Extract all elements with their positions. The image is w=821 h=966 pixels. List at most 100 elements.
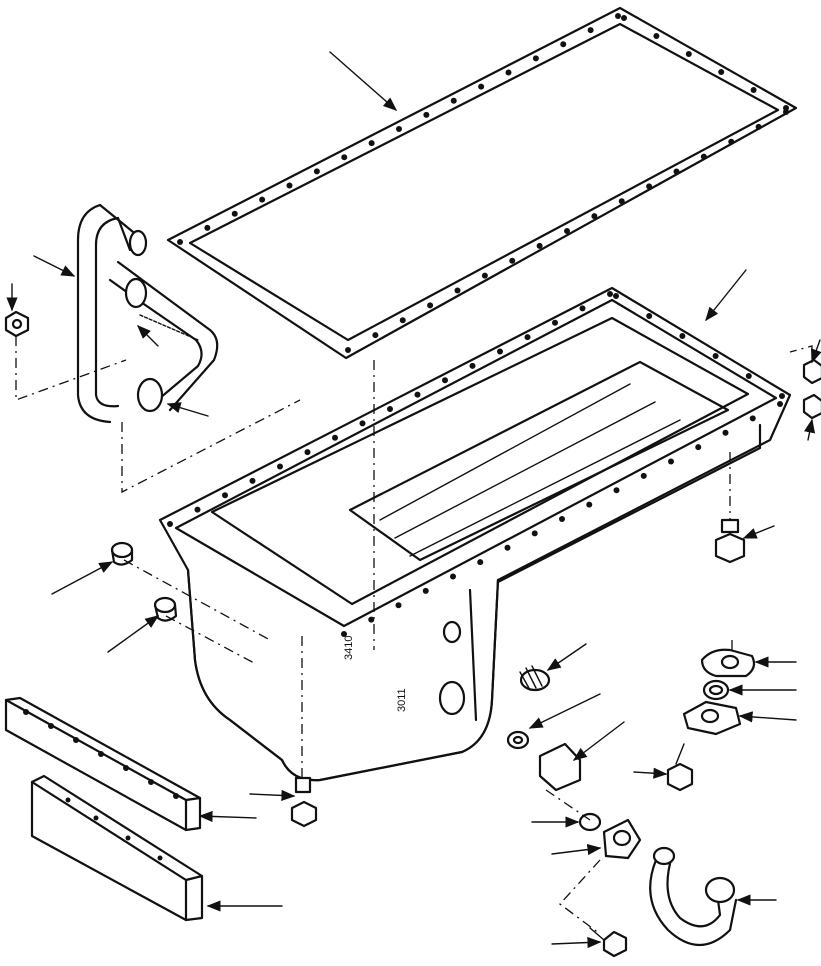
- bolt-hole: [579, 305, 586, 312]
- bolt-hole: [422, 587, 429, 594]
- alignment-lines: [15, 336, 813, 935]
- bolt-hole: [722, 429, 729, 436]
- bolt-hole: [372, 332, 379, 339]
- nut-right: [802, 358, 821, 420]
- bolt-hole: [591, 213, 598, 220]
- bolt-tube-bottom: [589, 927, 628, 958]
- oil-tube: [649, 846, 738, 946]
- bolt-hole: [469, 362, 476, 369]
- bolt-hole: [177, 239, 183, 245]
- bolt-hole: [148, 779, 154, 785]
- suction-tube: [76, 203, 219, 424]
- bolt-hole: [123, 765, 129, 771]
- side-rail-upper: [4, 696, 202, 832]
- bolt-hole: [783, 109, 789, 115]
- gasket-bolt-holes: [177, 13, 789, 353]
- bolt-hole: [779, 393, 785, 399]
- threaded-fitting-right: [519, 665, 551, 692]
- bolt-hole: [341, 154, 348, 161]
- callout-leaders: [6, 51, 821, 949]
- bolt-hole: [749, 415, 756, 422]
- bolt-hole: [395, 602, 402, 609]
- bolt-hole: [673, 168, 680, 175]
- bolt-hole: [478, 83, 485, 90]
- bolt-hole: [249, 477, 256, 484]
- bolt-hole: [679, 333, 686, 339]
- bolt-hole: [442, 377, 448, 384]
- bolt-hole: [277, 463, 283, 470]
- bolt-hole: [387, 406, 393, 412]
- bolt-hole: [564, 228, 570, 234]
- bolt-hole: [728, 138, 735, 145]
- bolt-hole: [615, 13, 621, 19]
- bolt-hole: [450, 573, 456, 580]
- bolt-hole: [646, 313, 653, 319]
- bolt-hole: [755, 123, 762, 130]
- bolt-hole: [477, 559, 484, 566]
- bolt-hole: [712, 353, 719, 359]
- oil-pan-gasket: [166, 6, 798, 360]
- bolt-hole: [559, 516, 565, 522]
- bolt-hole: [505, 69, 512, 76]
- bolt-hole: [646, 183, 653, 190]
- bolt-hole: [231, 210, 238, 217]
- bolt-hole: [750, 87, 757, 93]
- pipe-plug-left-lower: [153, 596, 178, 622]
- o-ring: [702, 679, 730, 701]
- rail-holes: [23, 709, 179, 799]
- oil-pan: 3410 3011: [158, 286, 792, 782]
- bolt-hole: [587, 27, 594, 34]
- bolt-hole: [286, 182, 293, 189]
- bolt-hole: [359, 420, 366, 427]
- bolt-hole: [613, 293, 619, 299]
- pan-flange-bolt-holes: [167, 291, 785, 637]
- bolt-hole: [48, 723, 54, 729]
- bolt-hole: [345, 347, 351, 353]
- bolt-hole: [396, 126, 402, 132]
- bolt-hole: [552, 319, 558, 326]
- bolt-hole: [98, 751, 104, 757]
- side-rail-lower: [30, 774, 204, 922]
- bolt-hole: [745, 373, 752, 379]
- bolt-hole: [173, 793, 179, 799]
- bolt-hole: [524, 334, 531, 341]
- bolt-hole: [399, 317, 406, 324]
- nut-left: [4, 310, 30, 338]
- bolt-hole: [259, 196, 266, 203]
- drain-plug: [538, 742, 582, 792]
- bolt-hole: [497, 348, 503, 355]
- bolt-bottom-left: [290, 776, 318, 828]
- bolt-hole: [621, 15, 627, 21]
- bolt-hole: [504, 544, 511, 551]
- bolt-hole: [222, 492, 228, 499]
- drain-boss: [438, 620, 466, 716]
- bolt-hole: [777, 401, 783, 407]
- pan-imprint-lower: 3011: [396, 688, 408, 712]
- bolt-hole: [414, 391, 421, 398]
- bolt-hole: [167, 521, 173, 527]
- bolt-hole: [194, 506, 201, 513]
- bolt-hole: [653, 33, 660, 39]
- adapter-flange: [682, 700, 742, 736]
- bolt-hole: [427, 302, 434, 309]
- pan-imprint-upper: 3410: [343, 636, 355, 660]
- bolt-hole: [332, 434, 338, 441]
- bolt-hole: [560, 41, 567, 48]
- bolt-hole: [532, 55, 539, 62]
- bolt-hole: [454, 287, 461, 294]
- bolt-hole: [23, 709, 29, 715]
- bolt-adapter: [666, 743, 694, 792]
- o-ring-lower: [578, 812, 602, 832]
- bolt-hole: [73, 737, 79, 743]
- bolt-hole: [700, 153, 707, 160]
- bolt-hole: [695, 444, 702, 451]
- bolt-hole: [423, 111, 430, 118]
- bolt-hole: [481, 272, 488, 279]
- bolt-hole: [607, 291, 613, 297]
- bolt-hole: [304, 449, 311, 456]
- bolt-hole: [618, 198, 625, 205]
- tube-flange: [602, 818, 642, 860]
- bolt-hole: [204, 224, 211, 231]
- bolt-hole: [368, 616, 375, 623]
